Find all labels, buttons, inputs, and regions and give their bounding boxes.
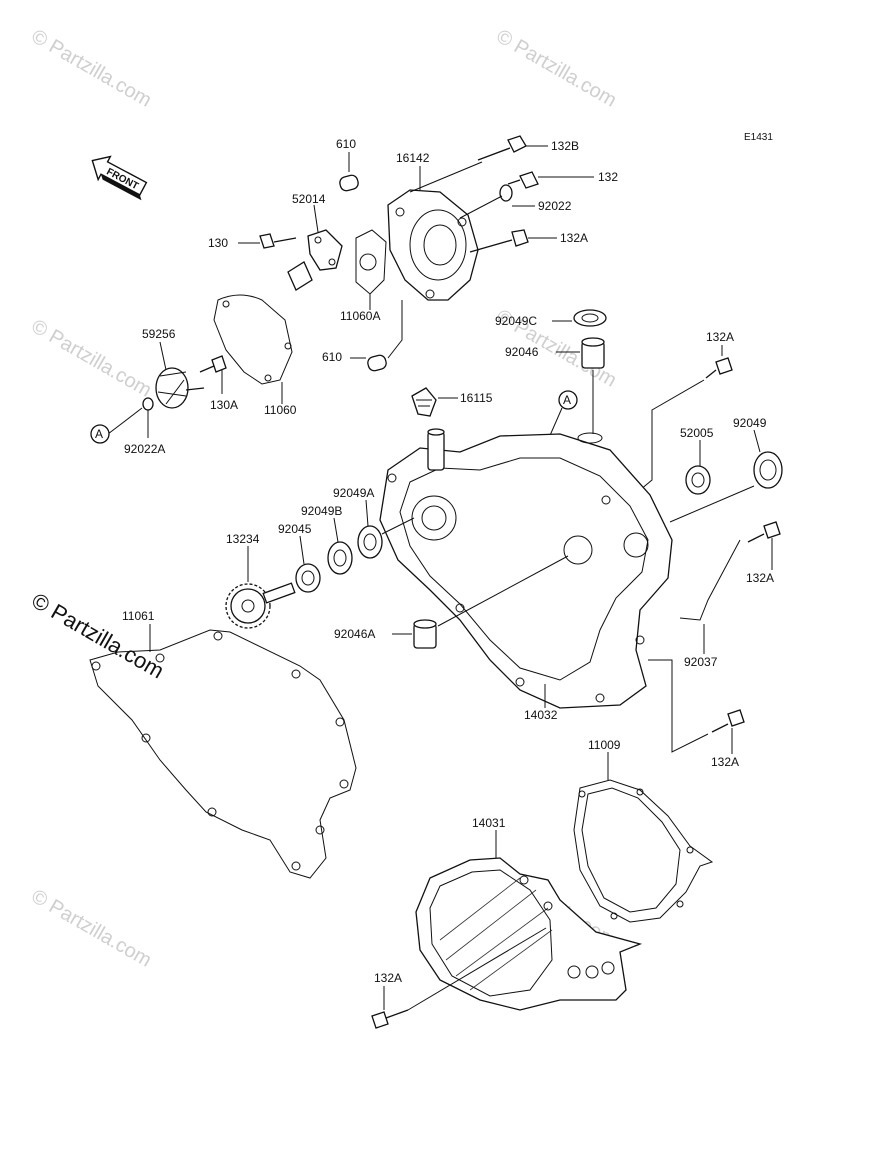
part-11060-gasket[interactable]: [213, 294, 293, 385]
part-132A-bolt-4[interactable]: [711, 709, 745, 733]
label-132A-5[interactable]: 132A: [374, 971, 402, 985]
label-52014[interactable]: 52014: [292, 192, 326, 206]
label-92022[interactable]: 92022: [538, 199, 572, 213]
part-132A-bolt-2[interactable]: [705, 357, 733, 379]
label-132B[interactable]: 132B: [551, 139, 579, 153]
label-92049C[interactable]: 92049C: [495, 314, 537, 328]
callout-a-left[interactable]: [90, 424, 110, 444]
label-16142[interactable]: 16142: [396, 151, 430, 165]
part-16115-plug[interactable]: [411, 387, 437, 417]
label-92046[interactable]: 92046: [505, 345, 539, 359]
part-92037-clamp[interactable]: [679, 539, 741, 621]
label-59256[interactable]: 59256: [142, 327, 176, 341]
part-52014-pipe[interactable]: [287, 229, 343, 291]
label-92037[interactable]: 92037: [684, 655, 718, 669]
callout-a-right[interactable]: [558, 390, 578, 410]
part-130-bolt[interactable]: [259, 233, 297, 249]
label-130A[interactable]: 130A: [210, 398, 238, 412]
watermark-text: © Partzilla.com: [28, 885, 156, 971]
part-92046-bushing[interactable]: [581, 337, 605, 369]
label-130[interactable]: 130: [208, 236, 228, 250]
part-610-dowel-top[interactable]: [338, 174, 359, 192]
label-11060[interactable]: 11060: [264, 403, 297, 417]
part-11060A-gasket[interactable]: [355, 229, 387, 295]
part-92022A-washer[interactable]: [142, 397, 154, 411]
part-59256-impeller[interactable]: [155, 367, 205, 409]
diagram-code: E1431: [744, 132, 773, 143]
part-132A-bolt-3[interactable]: [747, 521, 781, 543]
part-13234-gear[interactable]: [225, 582, 296, 629]
part-52005-bearing[interactable]: [685, 465, 711, 495]
part-92045-bearing[interactable]: [295, 563, 321, 593]
part-14032-clutch-cover[interactable]: [379, 428, 673, 709]
label-610-bottom[interactable]: 610: [322, 350, 342, 364]
label-92049B[interactable]: 92049B: [301, 504, 342, 518]
label-11009[interactable]: 11009: [588, 738, 621, 752]
part-610-dowel-bottom[interactable]: [366, 354, 387, 372]
part-11061-gasket[interactable]: [89, 629, 357, 879]
label-92045[interactable]: 92045: [278, 522, 312, 536]
part-16142-pump-cover[interactable]: [387, 189, 479, 301]
label-92049A[interactable]: 92049A: [333, 486, 374, 500]
label-132A-1[interactable]: 132A: [560, 231, 588, 245]
label-14032[interactable]: 14032: [524, 708, 558, 722]
watermark-text: © Partzilla.com: [493, 25, 621, 111]
label-11060A[interactable]: 11060A: [340, 309, 380, 323]
front-arrow-icon: FRONT: [91, 155, 148, 201]
part-92049B-seal[interactable]: [327, 541, 353, 575]
part-132-bolt[interactable]: [507, 171, 539, 189]
watermark-text: © Partzilla.com: [28, 315, 156, 401]
label-132A-4[interactable]: 132A: [711, 755, 739, 769]
part-132B-bolt[interactable]: [477, 135, 527, 161]
label-92022A[interactable]: 92022A: [124, 442, 165, 456]
label-132A-2[interactable]: 132A: [706, 330, 734, 344]
label-16115[interactable]: 16115: [460, 391, 493, 405]
part-92049-seal[interactable]: [753, 451, 783, 489]
label-92046A[interactable]: 92046A: [334, 627, 375, 641]
label-14031[interactable]: 14031: [472, 816, 506, 830]
label-11061[interactable]: 11061: [122, 609, 155, 623]
label-92049[interactable]: 92049: [733, 416, 767, 430]
label-132A-3[interactable]: 132A: [746, 571, 774, 585]
label-52005[interactable]: 52005: [680, 426, 714, 440]
label-132[interactable]: 132: [598, 170, 618, 184]
part-132A-bolt-1[interactable]: [469, 229, 529, 253]
part-92046A-bushing[interactable]: [413, 619, 437, 649]
part-132A-bolt-5[interactable]: [371, 1009, 409, 1029]
callout-a-right-letter: A: [563, 393, 571, 407]
watermark-text: © Partzilla.com: [28, 25, 156, 111]
part-130A-bolt[interactable]: [199, 355, 227, 373]
callout-a-left-letter: A: [95, 427, 103, 441]
part-92049A-seal[interactable]: [357, 525, 383, 559]
part-92049C-seal[interactable]: [573, 309, 607, 327]
part-11009-gasket[interactable]: [573, 779, 714, 923]
label-610-top[interactable]: 610: [336, 137, 356, 151]
label-13234[interactable]: 13234: [226, 532, 260, 546]
part-92022-washer[interactable]: [499, 184, 513, 202]
